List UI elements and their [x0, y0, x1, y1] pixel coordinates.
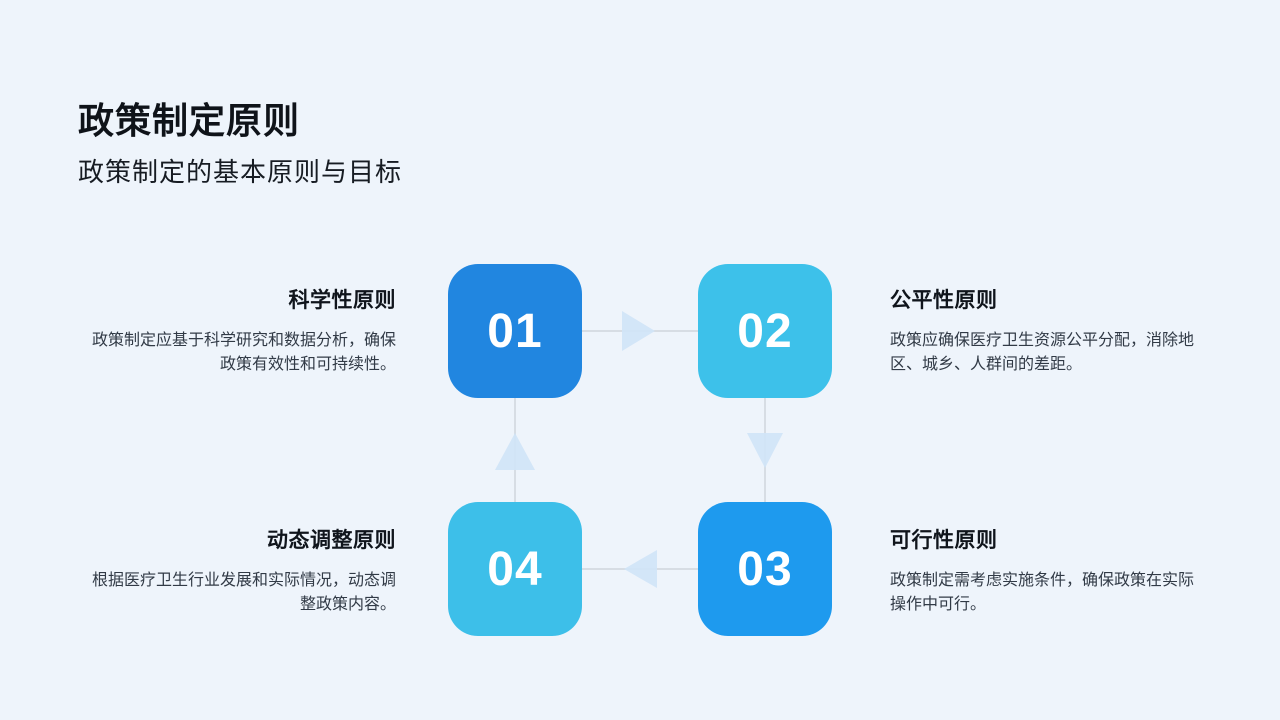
step-description: 政策制定需考虑实施条件，确保政策在实际 操作中可行。: [890, 572, 1195, 613]
step-description: 政策应确保医疗卫生资源公平分配，消除地 区、城乡、人群间的差距。: [890, 332, 1195, 373]
arrow-down-icon: [747, 433, 783, 468]
step-box-02: 02: [698, 264, 832, 398]
step-box-03: 03: [698, 502, 832, 636]
step-description: 根据医疗卫生行业发展和实际情况，动态调 整政策内容。: [91, 572, 396, 613]
step-title: 可行性原则: [890, 529, 998, 552]
step-text-fairness: 公平性原则 政策应确保医疗卫生资源公平分配，消除地 区、城乡、人群间的差距。: [890, 287, 1228, 377]
step-text-feasibility: 可行性原则 政策制定需考虑实施条件，确保政策在实际 操作中可行。: [890, 527, 1228, 617]
page-subtitle: 政策制定的基本原则与目标: [78, 157, 403, 187]
step-number-01: 01: [487, 304, 543, 358]
arrow-right-icon: [622, 311, 655, 351]
step-title: 科学性原则: [288, 289, 396, 312]
step-box-04: 04: [448, 502, 582, 636]
step-number-03: 03: [737, 542, 793, 596]
step-text-dynamic-adjustment: 动态调整原则 根据医疗卫生行业发展和实际情况，动态调 整政策内容。: [78, 527, 396, 617]
page-title: 政策制定原则: [78, 100, 301, 141]
step-title: 动态调整原则: [267, 529, 396, 552]
step-text-science: 科学性原则 政策制定应基于科学研究和数据分析，确保 政策有效性和可持续性。: [78, 287, 396, 377]
step-number-02: 02: [737, 304, 793, 358]
arrow-left-icon: [624, 550, 657, 588]
arrow-up-icon: [495, 433, 535, 470]
step-box-01: 01: [448, 264, 582, 398]
step-description: 政策制定应基于科学研究和数据分析，确保 政策有效性和可持续性。: [91, 332, 396, 373]
step-title: 公平性原则: [890, 289, 998, 312]
step-number-04: 04: [487, 542, 543, 596]
